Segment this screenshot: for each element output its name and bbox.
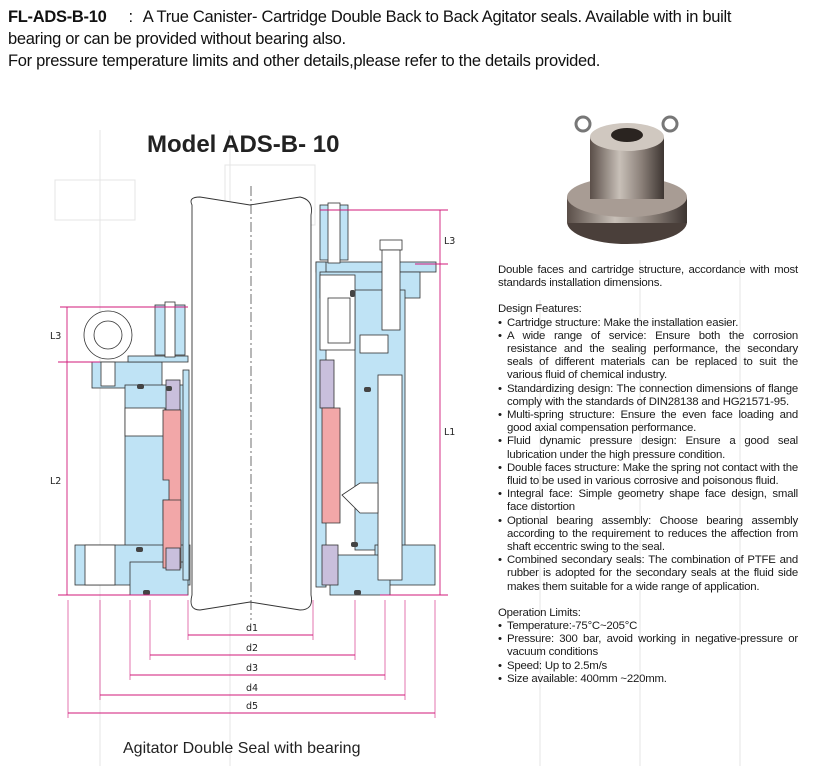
dim-label-d3: d3 [246,663,258,674]
design-features-heading: Design Features: [498,303,582,316]
specifications-column: Double faces and cartridge structure, ac… [498,264,798,686]
operation-limits-list: Temperature:-75°C~205°C Pressure: 300 ba… [498,620,798,686]
dim-label-d2: d2 [246,643,258,654]
dim-label-l1: L1 [444,427,455,438]
intro-text: Double faces and cartridge structure, ac… [498,264,798,290]
list-item: Cartridge structure: Make the installati… [498,317,798,330]
list-item: Pressure: 300 bar, avoid working in nega… [498,633,798,659]
description-line-3: For pressure temperature limits and othe… [8,52,601,70]
list-item: Size available: 400mm ~220mm. [498,673,798,686]
list-item: Integral face: Simple geometry shape fac… [498,488,798,514]
model-code: FL-ADS-B-10 [8,8,107,26]
list-item: Multi-spring structure: Ensure the even … [498,409,798,435]
seal-product-photo [567,115,687,244]
left-seal-housing [74,301,191,596]
list-item: A wide range of service: Ensure both the… [498,330,798,383]
list-item: Combined secondary seals: The combinatio… [498,554,798,594]
drawing-title: Model ADS-B- 10 [147,131,340,158]
separator: : [128,8,133,26]
drawing-caption: Agitator Double Seal with bearing [123,740,361,757]
design-features-list: Cartridge structure: Make the installati… [498,317,798,594]
header-description: FL-ADS-B-10: A True Canister- Cartridge D… [8,6,833,72]
dim-label-d5: d5 [246,701,258,712]
list-item: Speed: Up to 2.5m/s [498,660,798,673]
dim-label-l2: L2 [50,476,61,487]
list-item: Optional bearing assembly: Choose bearin… [498,515,798,555]
dimension-lines [58,209,448,718]
o-rings [136,290,371,595]
list-item: Standardizing design: The connection dim… [498,383,798,409]
dim-label-d1: d1 [246,623,258,634]
list-item: Double faces structure: Make the spring … [498,462,798,488]
dim-label-d4: d4 [246,683,258,694]
list-item: Fluid dynamic pressure design: Ensure a … [498,435,798,461]
description-line-1: A True Canister- Cartridge Double Back t… [142,8,732,26]
operation-limits-heading: Operation Limits: [498,606,581,619]
dim-label-l3-left: L3 [50,331,61,342]
description-line-2: bearing or can be provided without beari… [8,30,346,48]
shaft [190,186,312,620]
right-seal-housing [315,202,437,596]
list-item: Temperature:-75°C~205°C [498,620,798,633]
dim-label-l3-right: L3 [444,236,455,247]
